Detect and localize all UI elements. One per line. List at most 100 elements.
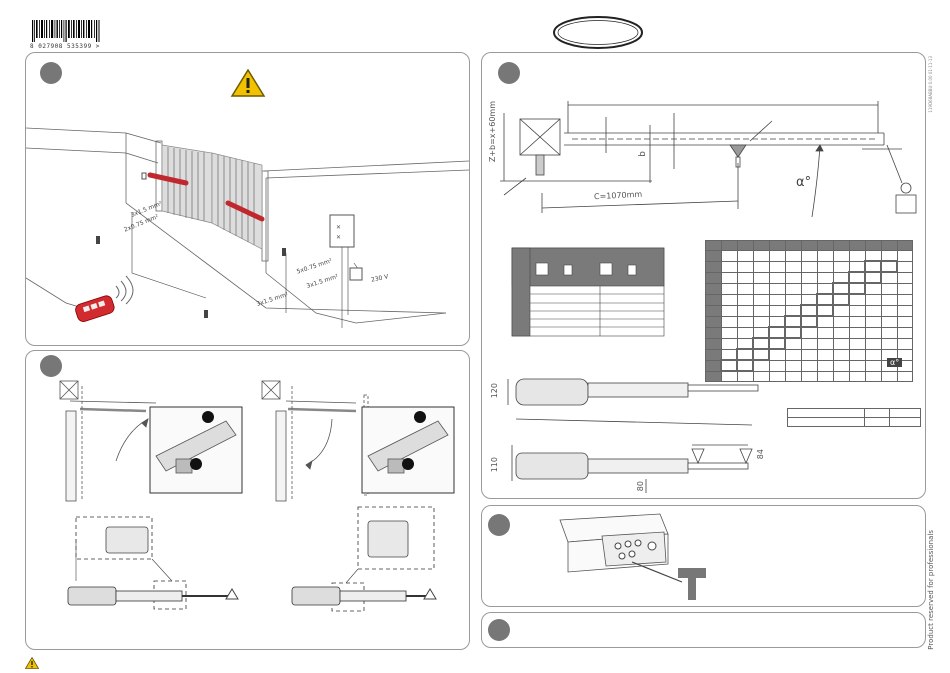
control-box-drawing <box>559 513 706 600</box>
warning-icon <box>230 68 266 102</box>
barcode <box>32 20 100 42</box>
grid-cell <box>800 271 818 284</box>
grid-cell <box>784 260 802 273</box>
grid-cell <box>705 293 722 306</box>
grid-cell <box>896 370 913 382</box>
brand-logo <box>552 15 644 50</box>
step-badge-4 <box>488 514 510 536</box>
grid-cell <box>800 370 818 382</box>
grid-cell <box>832 260 850 273</box>
grid-cell <box>736 315 754 328</box>
grid-cell <box>752 271 770 284</box>
grid-cell <box>896 293 913 306</box>
grid-cell <box>784 315 802 328</box>
grid-cell <box>720 240 738 251</box>
grid-cell <box>800 240 818 251</box>
grid-cell <box>896 315 913 328</box>
grid-cell <box>720 326 738 339</box>
grid-cell <box>768 293 786 306</box>
document-code: 119D68ABBU 0.00 01-11-13 <box>928 56 933 113</box>
grid-cell <box>832 293 850 306</box>
grid-cell <box>864 240 882 251</box>
grid-cell <box>800 260 818 273</box>
alpha-angle-label: α° <box>796 175 812 190</box>
grid-cell <box>880 271 898 284</box>
grid-cell <box>880 240 898 251</box>
grid-cell <box>720 260 738 273</box>
grid-cell <box>736 326 754 339</box>
grid-cell <box>752 240 770 251</box>
grid-cell <box>880 260 898 273</box>
grid-cell <box>816 282 834 295</box>
grid-cell <box>848 282 866 295</box>
grid-cell <box>705 315 722 328</box>
grid-cell <box>832 348 850 361</box>
grid-cell <box>752 304 770 317</box>
grid-cell <box>752 260 770 273</box>
gate-scene-drawing: ✕✕ <box>26 127 469 328</box>
grid-cell <box>848 326 866 339</box>
grid-cell <box>800 359 818 372</box>
grid-cell <box>816 240 834 251</box>
grid-cell <box>752 359 770 372</box>
grid-cell <box>736 250 754 262</box>
grid-cell <box>880 337 898 350</box>
grid-cell <box>705 304 722 317</box>
grid-cell <box>768 260 786 273</box>
svg-text:✕: ✕ <box>336 234 341 241</box>
grid-cell <box>864 315 882 328</box>
panel-installation-dimensions: Z+b=x+60mm b C=1070mm α° α° 120 110 80 8… <box>481 52 926 499</box>
grid-cell <box>768 370 786 382</box>
grid-cell <box>752 250 770 262</box>
grid-cell <box>816 250 834 262</box>
grid-cell <box>736 370 754 382</box>
grid-cell <box>768 315 786 328</box>
grid-cell <box>784 293 802 306</box>
grid-cell <box>705 337 722 350</box>
grid-cell <box>832 250 850 262</box>
grid-cell <box>705 326 722 339</box>
grid-cell <box>800 250 818 262</box>
grid-cell <box>800 293 818 306</box>
grid-cell <box>752 348 770 361</box>
grid-cell <box>848 315 866 328</box>
grid-cell <box>848 240 866 251</box>
grid-cell <box>720 282 738 295</box>
grid-cell <box>768 326 786 339</box>
grid-cell <box>864 326 882 339</box>
grid-cell <box>816 315 834 328</box>
angle-grid-table <box>705 240 913 382</box>
grid-cell <box>848 260 866 273</box>
grid-cell <box>752 326 770 339</box>
grid-cell <box>864 282 882 295</box>
grid-cell <box>720 315 738 328</box>
grid-cell <box>736 260 754 273</box>
grid-cell <box>768 337 786 350</box>
grid-cell <box>800 326 818 339</box>
dim-110: 110 <box>490 457 499 473</box>
grid-cell <box>832 304 850 317</box>
grid-cell <box>752 337 770 350</box>
grid-cell <box>896 260 913 273</box>
grid-cell <box>784 348 802 361</box>
grid-cell <box>816 337 834 350</box>
grid-cell <box>864 359 882 372</box>
step-badge-2 <box>498 62 520 84</box>
grid-cell <box>784 304 802 317</box>
grid-cell <box>816 359 834 372</box>
grid-cell <box>705 260 722 273</box>
grid-cell <box>705 370 722 382</box>
panel-control-box-prep <box>481 505 926 607</box>
grid-cell <box>896 282 913 295</box>
svg-text:✕: ✕ <box>336 224 341 231</box>
grid-cell <box>864 370 882 382</box>
grid-cell <box>880 250 898 262</box>
grid-cell <box>752 370 770 382</box>
grid-cell <box>736 337 754 350</box>
grid-cell <box>720 304 738 317</box>
grid-cell <box>768 271 786 284</box>
grid-cell <box>832 326 850 339</box>
grid-cell <box>880 282 898 295</box>
grid-cell <box>800 348 818 361</box>
grid-cell <box>816 260 834 273</box>
